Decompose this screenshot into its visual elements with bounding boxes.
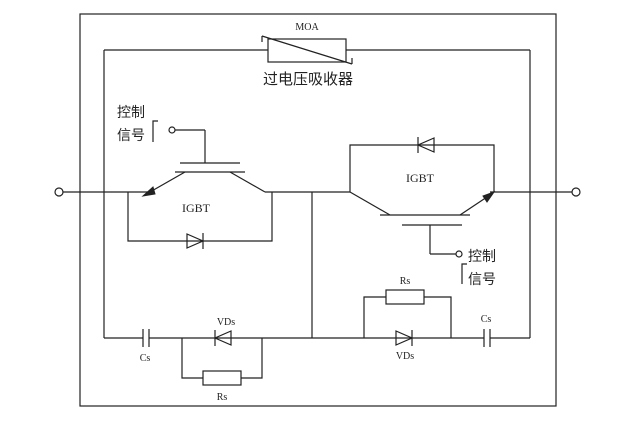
arrester-symbol bbox=[267, 38, 347, 63]
left-igbt-emitter bbox=[149, 171, 186, 193]
right-snubber: Cs VDs Rs bbox=[312, 276, 530, 362]
outer-frame bbox=[79, 13, 557, 407]
left-signal-terminal bbox=[168, 126, 176, 134]
right-antiparallel-diode bbox=[416, 137, 435, 153]
left-igbt: IGBT 控制 信号 bbox=[117, 105, 312, 249]
right-snubber-cap-label: Cs bbox=[481, 314, 492, 325]
left-igbt-emitter-arrow bbox=[141, 186, 156, 197]
left-signal-label-line2: 信号 bbox=[117, 128, 145, 144]
arrester-caption: 过电压吸收器 bbox=[263, 70, 353, 88]
right-signal-label-line2: 信号 bbox=[468, 272, 496, 288]
left-antiparallel-diode bbox=[186, 233, 205, 249]
right-igbt-emitter-arrow bbox=[482, 190, 496, 203]
right-igbt: IGBT 控制 信号 bbox=[312, 137, 496, 288]
left-signal-label-line1: 控制 bbox=[117, 105, 145, 121]
left-snubber-cap-label: Cs bbox=[140, 353, 151, 364]
left-snubber-diode bbox=[213, 330, 232, 346]
left-snubber-resistor bbox=[202, 370, 242, 386]
right-snubber-diode bbox=[395, 330, 414, 346]
right-signal-terminal bbox=[455, 250, 463, 258]
right-igbt-collector bbox=[349, 191, 391, 216]
right-snubber-resistor bbox=[385, 289, 425, 305]
left-terminal bbox=[54, 187, 64, 197]
left-igbt-label: IGBT bbox=[182, 201, 211, 215]
left-snubber-diode-label: VDs bbox=[217, 317, 235, 328]
right-signal-label-line1: 控制 bbox=[468, 249, 496, 265]
right-igbt-label: IGBT bbox=[406, 171, 435, 185]
right-snubber-resistor-label: Rs bbox=[400, 276, 411, 287]
moa-arrester: MOA 过电压吸收器 bbox=[104, 22, 530, 88]
arrester-code: MOA bbox=[295, 22, 319, 33]
right-snubber-diode-label: VDs bbox=[396, 351, 414, 362]
left-snubber: Cs VDs Rs bbox=[104, 317, 312, 403]
left-igbt-collector bbox=[229, 171, 266, 193]
right-terminal bbox=[571, 187, 581, 197]
left-snubber-resistor-label: Rs bbox=[217, 392, 228, 403]
